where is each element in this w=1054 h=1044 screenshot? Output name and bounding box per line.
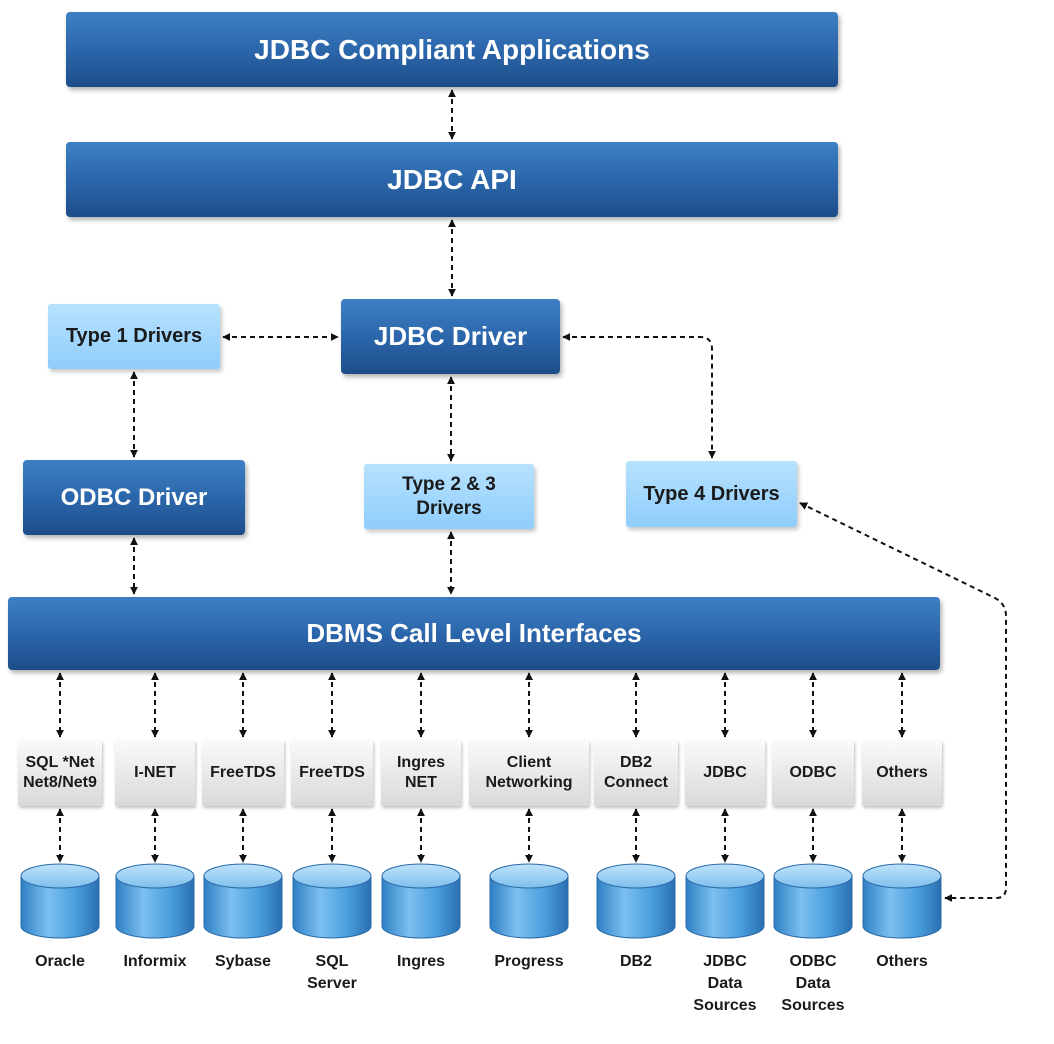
connector-label: I-NET bbox=[134, 764, 176, 781]
type-4-drivers-label: Type 4 Drivers bbox=[643, 482, 780, 505]
database-label: Sybase bbox=[214, 953, 272, 970]
dbms-call-level-interfaces-box: DBMS Call Level Interfaces bbox=[8, 597, 940, 670]
database-cylinder-icon bbox=[381, 863, 461, 939]
database-cylinder-icon bbox=[292, 863, 372, 939]
arrow-driver-type4 bbox=[562, 333, 716, 459]
connector-label: Ingres NET bbox=[396, 754, 445, 791]
database-label: Informix bbox=[123, 953, 187, 970]
connector-label: Client Networking bbox=[485, 754, 573, 791]
jdbc-compliant-applications-label: JDBC Compliant Applications bbox=[254, 34, 650, 65]
database-cylinder-icon bbox=[203, 863, 283, 939]
connector-box: Client Networking bbox=[469, 740, 589, 806]
jdbc-api-label: JDBC API bbox=[387, 164, 517, 195]
jdbc-compliant-applications-box: JDBC Compliant Applications bbox=[66, 12, 838, 87]
jdbc-api-box: JDBC API bbox=[66, 142, 838, 217]
connector-label: SQL *Net Net8/Net9 bbox=[23, 754, 97, 791]
database-cylinder-icon bbox=[773, 863, 853, 939]
connector-label: JDBC bbox=[703, 764, 747, 781]
connector-box: DB2 Connect bbox=[594, 740, 678, 806]
type-2-3-drivers-box: Type 2 & 3 Drivers bbox=[364, 464, 534, 529]
database-label: Oracle bbox=[35, 953, 85, 970]
connector-box: Others bbox=[862, 740, 942, 806]
connector-box: FreeTDS bbox=[291, 740, 373, 806]
jdbc-driver-label: JDBC Driver bbox=[373, 321, 528, 352]
type-1-drivers-box: Type 1 Drivers bbox=[48, 304, 220, 369]
connector-label: DB2 Connect bbox=[604, 754, 668, 791]
type-4-drivers-box: Type 4 Drivers bbox=[626, 461, 797, 527]
database-cylinder-icon bbox=[596, 863, 676, 939]
database-cylinder-icon bbox=[685, 863, 765, 939]
connector-box: SQL *Net Net8/Net9 bbox=[18, 740, 102, 806]
database-label: Others bbox=[876, 953, 928, 970]
database-label: Progress bbox=[494, 953, 564, 970]
database-cylinder-icon bbox=[20, 863, 100, 939]
connector-label: ODBC bbox=[789, 764, 837, 781]
database-cylinder-icon bbox=[115, 863, 195, 939]
odbc-driver-label: ODBC Driver bbox=[60, 483, 208, 511]
arrow-type4-others-db bbox=[799, 502, 1007, 902]
connector-label: FreeTDS bbox=[299, 764, 365, 781]
connector-box: FreeTDS bbox=[202, 740, 284, 806]
database-label: JDBC Data Sources bbox=[693, 953, 757, 1014]
connector-box: Ingres NET bbox=[381, 740, 461, 806]
database-label: Ingres bbox=[396, 953, 445, 970]
connector-box: JDBC bbox=[685, 740, 765, 806]
connector-label: FreeTDS bbox=[210, 764, 276, 781]
type-1-drivers-label: Type 1 Drivers bbox=[65, 325, 203, 347]
connector-label: Others bbox=[876, 764, 928, 781]
database-label: SQL Server bbox=[307, 953, 357, 992]
database-cylinder-icon bbox=[489, 863, 569, 939]
type-2-3-drivers-label: Type 2 & 3 Drivers bbox=[402, 473, 496, 519]
odbc-driver-box: ODBC Driver bbox=[23, 460, 245, 535]
database-cylinder-icon bbox=[862, 863, 942, 939]
jdbc-driver-box: JDBC Driver bbox=[341, 299, 560, 374]
connector-box: I-NET bbox=[115, 740, 195, 806]
connector-box: ODBC bbox=[772, 740, 854, 806]
dbms-call-level-interfaces-label: DBMS Call Level Interfaces bbox=[306, 618, 642, 649]
database-label: DB2 bbox=[619, 953, 652, 970]
database-label: ODBC Data Sources bbox=[781, 953, 845, 1014]
